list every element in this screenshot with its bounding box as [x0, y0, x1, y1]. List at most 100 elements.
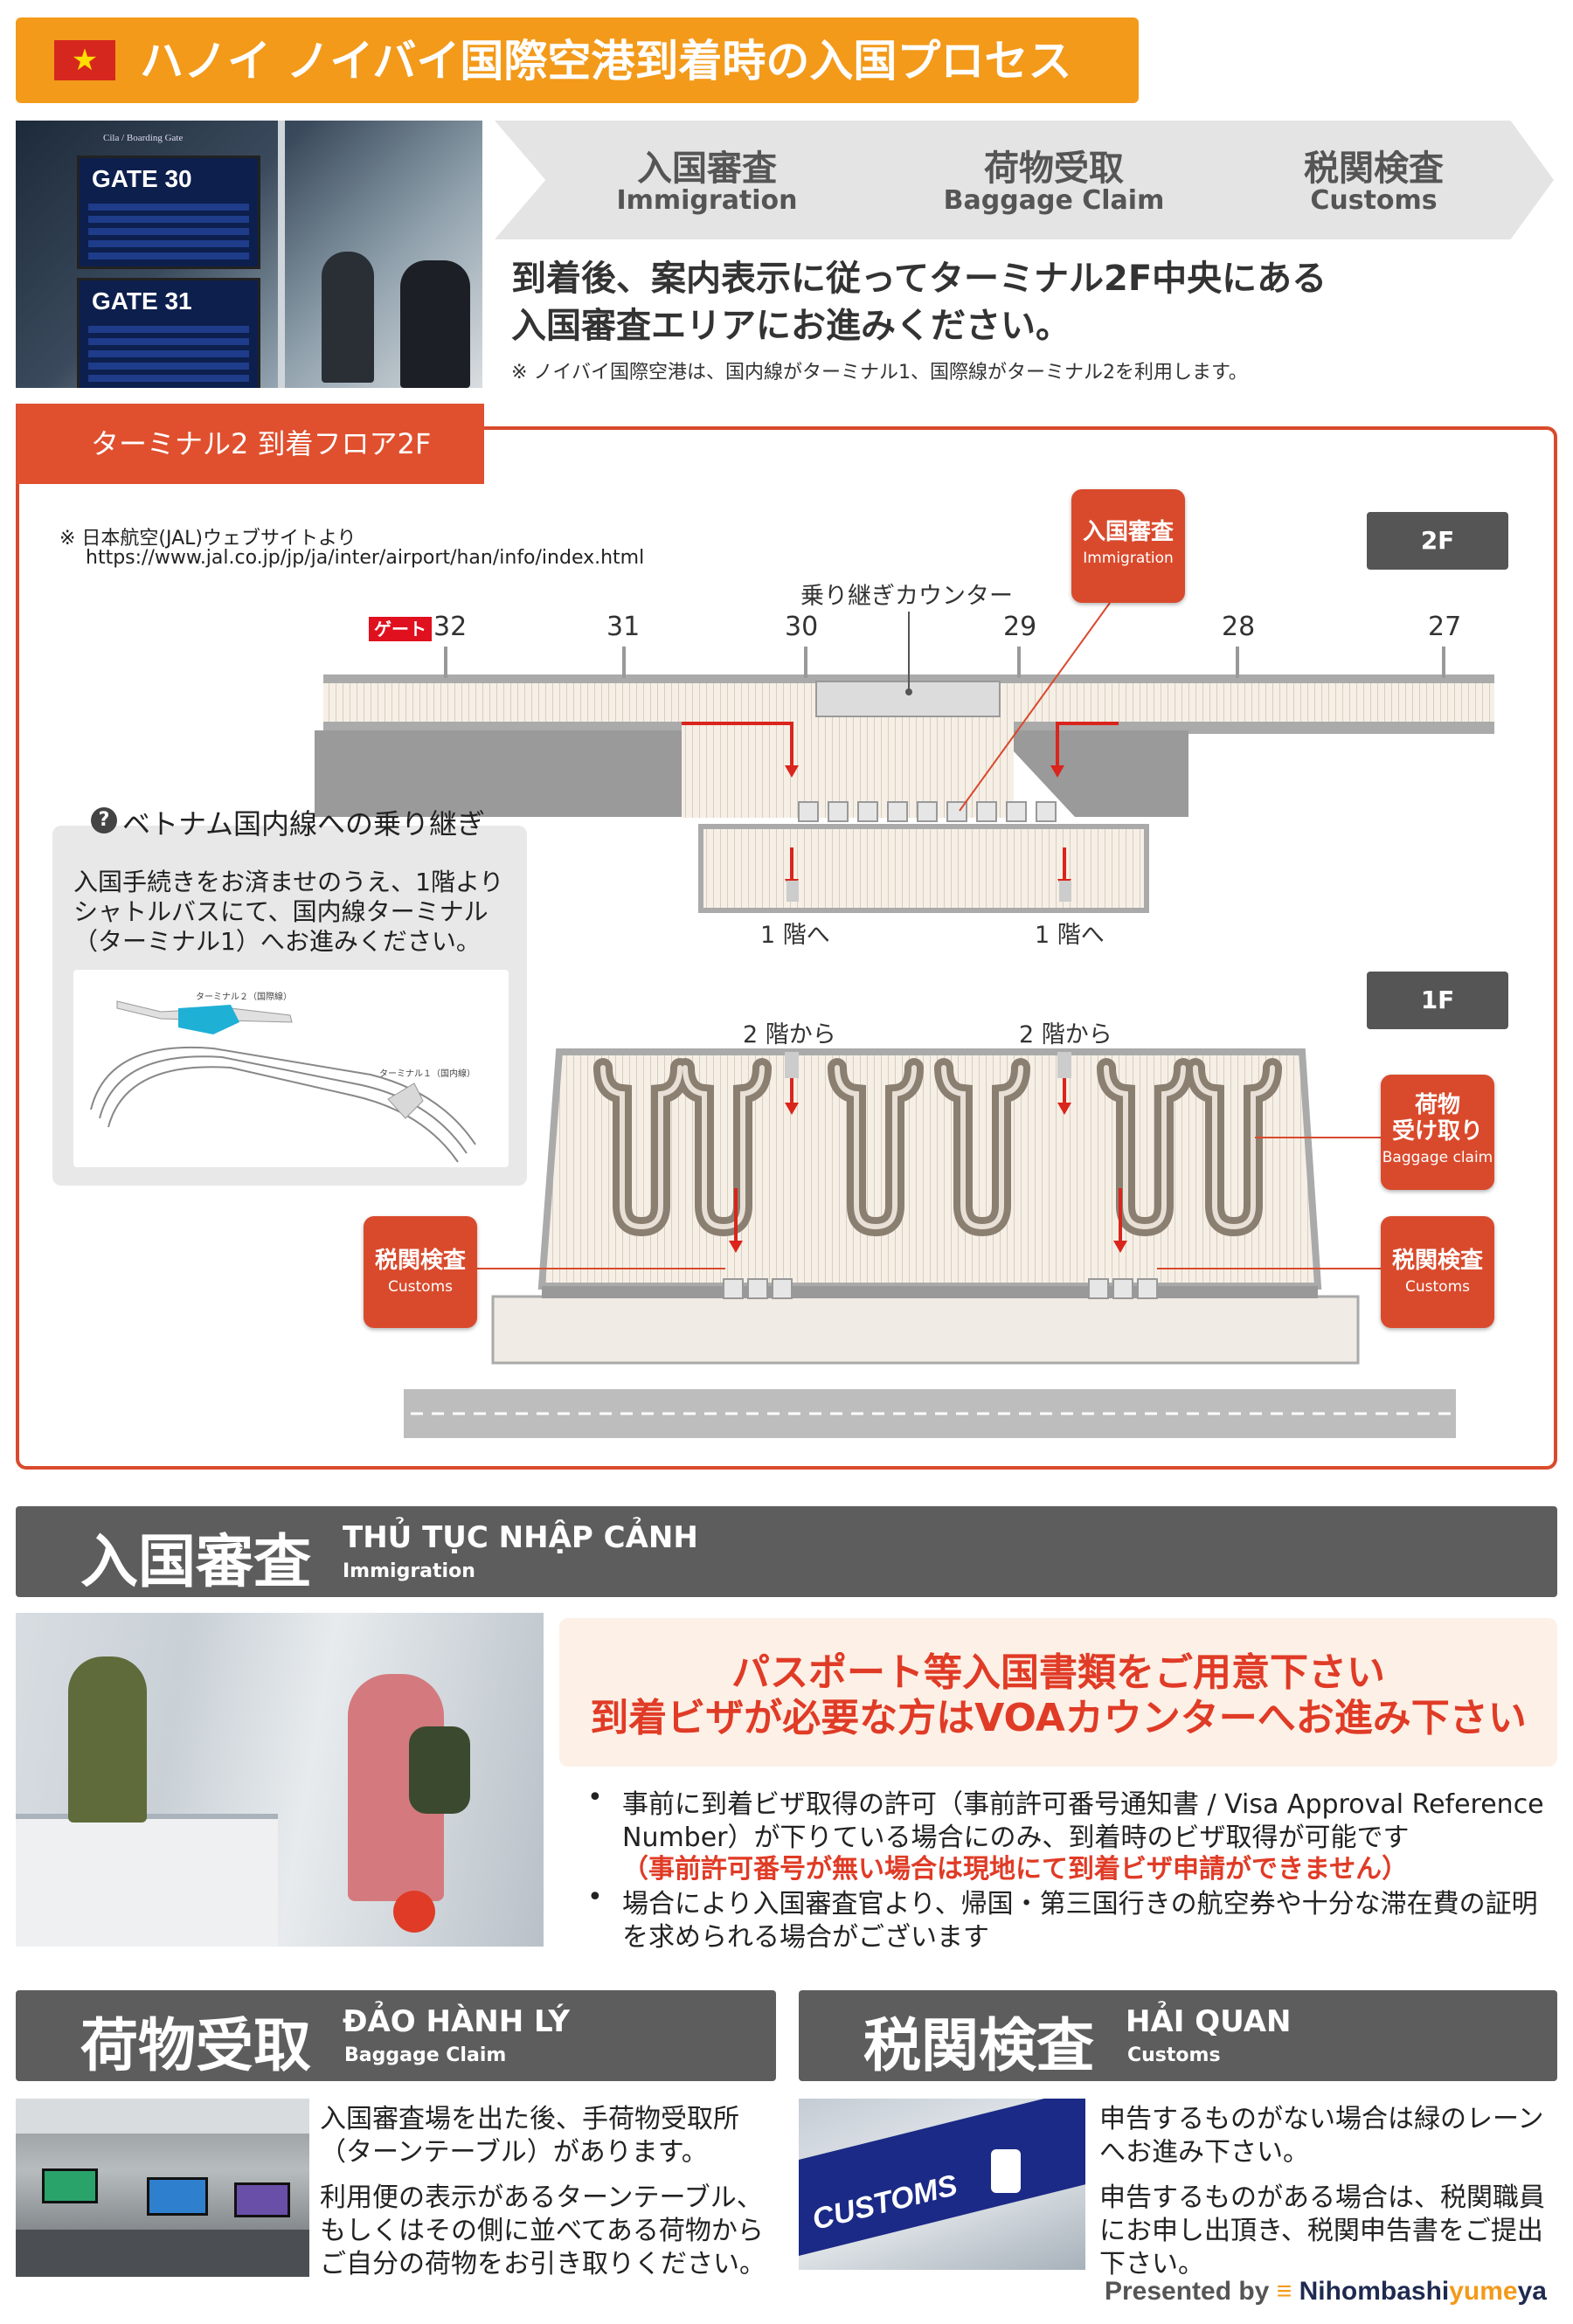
map-tab-label: ターミナル2 到着フロア2F — [16, 404, 484, 484]
domestic-line-3: （ターミナル1）へお進みください。 — [73, 927, 481, 956]
boarding-gate-sign: Cila / Boarding Gate — [103, 133, 184, 143]
terminal-map-frame — [16, 426, 1557, 1470]
gate-27: 27 — [1428, 612, 1462, 642]
gate-31-label: GATE 31 — [92, 287, 192, 315]
bullet-2: • — [587, 1882, 603, 1912]
brand-name-c: ya — [1517, 2277, 1547, 2306]
customs-callout-left-en: Customs — [388, 1278, 453, 1296]
customs-title-en: Customs — [1127, 2044, 1221, 2066]
step-immigration: 入国審査 Immigration — [495, 121, 919, 239]
step-baggage: 荷物受取 Baggage Claim — [863, 121, 1244, 239]
immigration-title-vn: THỦ TỤC NHẬP CẢNH — [343, 1520, 698, 1555]
immigration-header: 入国審査 THỦ TỤC NHẬP CẢNH Immigration — [16, 1506, 1557, 1597]
intro-line-1: 到着後、案内表示に従ってターミナル2F中央にある — [511, 259, 1327, 299]
baggage-callout: 荷物 受け取り Baggage claim — [1381, 1075, 1494, 1190]
customs-callout-right-jp: 税関検査 — [1391, 1248, 1483, 1274]
customs-p2-c: 下さい。 — [1099, 2249, 1204, 2279]
gate-31-board: GATE 31 — [77, 278, 260, 388]
baggage-p1-a: 入国審査場を出た後、手荷物受取所 — [320, 2104, 739, 2134]
immigration-callout-line-2: 到着ビザが必要な方はVOAカウンターへお進み下さい — [590, 1696, 1527, 1740]
gate-31: 31 — [606, 612, 641, 642]
immigration-callout-box — [559, 1618, 1557, 1767]
bullet-1-line-c: （事前許可番号が無い場合は現地にて到着ビザ申請ができません） — [622, 1854, 1409, 1885]
gate-tag: ゲート — [369, 617, 432, 641]
brand-logo-icon: ≡ — [1276, 2277, 1299, 2306]
step-baggage-en: Baggage Claim — [943, 185, 1165, 216]
t2-label: ターミナル２（国際線） — [196, 993, 292, 1002]
from-2f-label-right: 2 階から — [1019, 1021, 1112, 1048]
customs-header: 税関検査 HẢI QUAN Customs — [799, 1990, 1557, 2081]
to-1f-label-left: 1 階へ — [760, 922, 830, 949]
domestic-route-map: ターミナル２（国際線） ターミナル１（国内線） — [73, 970, 509, 1167]
customs-callout-right: 税関検査 Customs — [1381, 1216, 1494, 1328]
gate-30-board: GATE 30 — [77, 156, 260, 269]
step-immigration-jp: 入国審査 — [637, 149, 777, 189]
presented-by-label: Presented by — [1104, 2277, 1270, 2306]
customs-callout-left-jp: 税関検査 — [374, 1248, 466, 1274]
bullet-2-line-b: を求められる場合がございます — [622, 1922, 989, 1953]
immigration-callout: 入国審査 Immigration — [1071, 489, 1185, 603]
floor-2f-tag: 2F — [1367, 512, 1508, 570]
gate-board-photo: Cila / Boarding Gate GATE 30 GATE 31 — [16, 121, 482, 388]
bullet-1: • — [587, 1782, 603, 1813]
step-customs-en: Customs — [1310, 185, 1438, 216]
baggage-callout-jp1: 荷物 — [1414, 1092, 1460, 1118]
customs-callout-left: 税関検査 Customs — [364, 1216, 477, 1328]
domestic-line-2: シャトルバスにて、国内線ターミナル — [73, 897, 489, 926]
baggage-callout-jp2: 受け取り — [1391, 1118, 1483, 1145]
terminal-map-drawing — [315, 602, 1494, 1438]
brand-name-a: Nihombashi — [1299, 2277, 1450, 2306]
baggage-photo — [16, 2099, 309, 2277]
gate-28: 28 — [1222, 612, 1256, 642]
baggage-title-en: Baggage Claim — [344, 2044, 507, 2066]
gate-30: 30 — [785, 612, 819, 642]
footer-credit: Presented by ≡ Nihombashiyumeya — [1105, 2277, 1547, 2307]
baggage-title-jp: 荷物受取 — [80, 2012, 311, 2079]
baggage-p2-b: もしくはその側に並べてある荷物から — [320, 2216, 764, 2246]
vietnam-flag-icon: ★ — [54, 40, 115, 80]
bullet-2-line-a: 場合により入国審査官より、帰国・第三国行きの航空券や十分な滞在費の証明 — [622, 1889, 1538, 1919]
gate-30-label: GATE 30 — [92, 165, 192, 192]
page-title: ハノイ ノイバイ国際空港到着時の入国プロセス — [140, 36, 1072, 86]
baggage-p2-a: 利用便の表示があるターンテーブル、 — [320, 2182, 763, 2213]
customs-p1-b: へお進み下さい。 — [1099, 2137, 1309, 2168]
immigration-title-jp: 入国審査 — [80, 1528, 311, 1595]
customs-p2-a: 申告するものがある場合は、税関職員 — [1099, 2182, 1545, 2213]
from-2f-label-left: 2 階から — [743, 1021, 836, 1048]
flag-star-icon: ★ — [71, 43, 99, 78]
customs-p1-a: 申告するものがない場合は緑のレーン — [1099, 2104, 1544, 2134]
step-customs-jp: 税関検査 — [1304, 149, 1444, 189]
t1-label: ターミナル１（国内線） — [379, 1069, 475, 1079]
baggage-title-vn: ĐẢO HÀNH LÝ — [343, 2004, 571, 2039]
domestic-line-1: 入国手続きをお済ませのうえ、1階より — [73, 868, 504, 896]
bullet-1-line-a: 事前に到着ビザ取得の許可（事前許可番号通知書 / Visa Approval R… — [622, 1789, 1544, 1820]
to-1f-label-right: 1 階へ — [1035, 922, 1105, 949]
customs-callout-right-en: Customs — [1405, 1278, 1470, 1296]
baggage-p1-b: （ターンテーブル）があります。 — [320, 2137, 708, 2168]
immigration-title-en: Immigration — [343, 1560, 475, 1582]
question-icon: ? — [91, 807, 117, 833]
customs-photo: CUSTOMS — [799, 2099, 1085, 2270]
step-baggage-jp: 荷物受取 — [984, 149, 1124, 189]
customs-title-jp: 税関検査 — [863, 2012, 1094, 2079]
customs-p2-b: にお申し出頂き、税関申告書をご提出 — [1099, 2216, 1543, 2246]
baggage-callout-en: Baggage claim — [1382, 1149, 1493, 1166]
step-immigration-en: Immigration — [616, 185, 798, 216]
step-customs: 税関検査 Customs — [1194, 121, 1554, 239]
baggage-p2-c: ご自分の荷物をお引き取りください。 — [320, 2249, 766, 2279]
map-source-url: https://www.jal.co.jp/jp/ja/inter/airpor… — [86, 547, 645, 569]
intro-note: ※ ノイバイ国際空港は、国内線がターミナル1、国際線がターミナル2を利用します。 — [511, 362, 1248, 384]
immigration-callout-jp: 入国審査 — [1082, 519, 1174, 545]
brand-name-b: yume — [1449, 2277, 1518, 2306]
bullet-1-line-b: Number）が下りている場合にのみ、到着時のビザ取得が可能です — [622, 1823, 1410, 1853]
transfer-counter-label: 乗り継ぎカウンター — [800, 583, 1013, 610]
gate-29: 29 — [1003, 612, 1037, 642]
immigration-photo — [16, 1613, 544, 1947]
immigration-callout-line-1: パスポート等入国書類をご用意下さい — [731, 1650, 1385, 1695]
domestic-transfer-title: ベトナム国内線への乗り継ぎ — [122, 807, 486, 840]
floor-1f-tag: 1F — [1367, 972, 1508, 1029]
map-source: ※ 日本航空(JAL)ウェブサイトより — [59, 528, 357, 550]
gate-32: 32 — [433, 612, 468, 642]
immigration-callout-en: Immigration — [1083, 550, 1174, 567]
intro-line-2: 入国審査エリアにお進みください。 — [511, 306, 1071, 346]
